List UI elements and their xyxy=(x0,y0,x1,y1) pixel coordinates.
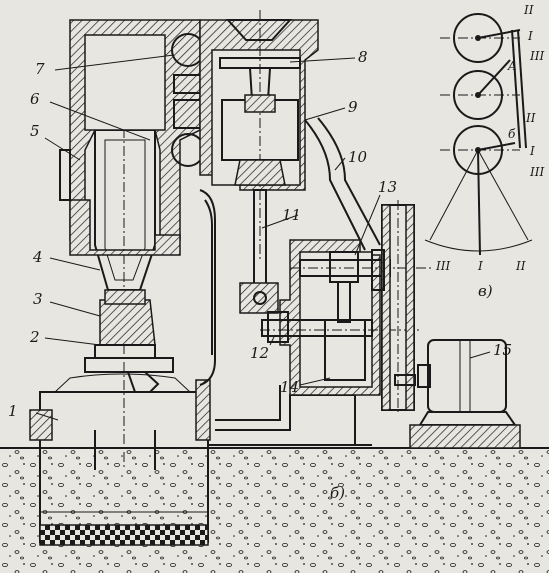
pos-top-III: III xyxy=(529,49,544,63)
foundation-ground xyxy=(0,447,549,573)
pos-mid-b: б xyxy=(508,127,516,141)
arc-III: III xyxy=(435,259,450,273)
pos-mid-II: II xyxy=(525,111,536,125)
hammer-frame xyxy=(199,117,381,446)
flywheel xyxy=(371,200,416,412)
callout-labels: 1 2 3 4 5 6 7 8 9 10 11 12 13 14 15 xyxy=(8,48,512,420)
pos-mid-III: III xyxy=(529,165,544,179)
callout-13: 13 xyxy=(378,178,397,196)
pos-top-A: A xyxy=(507,59,517,73)
gearbox xyxy=(260,239,432,396)
callout-4: 4 xyxy=(32,248,43,266)
callout-10: 10 xyxy=(348,148,368,166)
crank-scheme xyxy=(424,13,533,256)
arc-II: II xyxy=(515,259,526,273)
callout-12: 12 xyxy=(250,344,269,362)
callout-14: 14 xyxy=(280,378,299,396)
callout-9: 9 xyxy=(348,98,358,116)
pos-top-II: II xyxy=(523,3,534,17)
dies xyxy=(84,299,174,393)
view-label-main: б) xyxy=(330,484,345,502)
callout-7: 7 xyxy=(35,60,45,78)
callout-15: 15 xyxy=(493,341,512,359)
callout-1: 1 xyxy=(8,402,18,420)
callout-11: 11 xyxy=(282,206,301,224)
electric-motor xyxy=(409,339,521,449)
compressor xyxy=(199,10,319,260)
scheme-position-labels: II I III A II б I III III I II xyxy=(435,3,544,273)
callout-2: 2 xyxy=(29,328,40,346)
callout-8: 8 xyxy=(358,48,368,66)
callout-6: 6 xyxy=(30,90,40,108)
ram xyxy=(94,129,156,305)
connecting-rod xyxy=(239,189,279,314)
callout-3: 3 xyxy=(33,290,43,308)
pos-top-I: I xyxy=(527,29,533,43)
callout-5: 5 xyxy=(30,122,40,140)
arc-I: I xyxy=(477,259,483,273)
pos-mid-I: I xyxy=(529,144,535,158)
leader-lines xyxy=(35,54,491,421)
view-label-scheme: в) xyxy=(478,282,493,300)
